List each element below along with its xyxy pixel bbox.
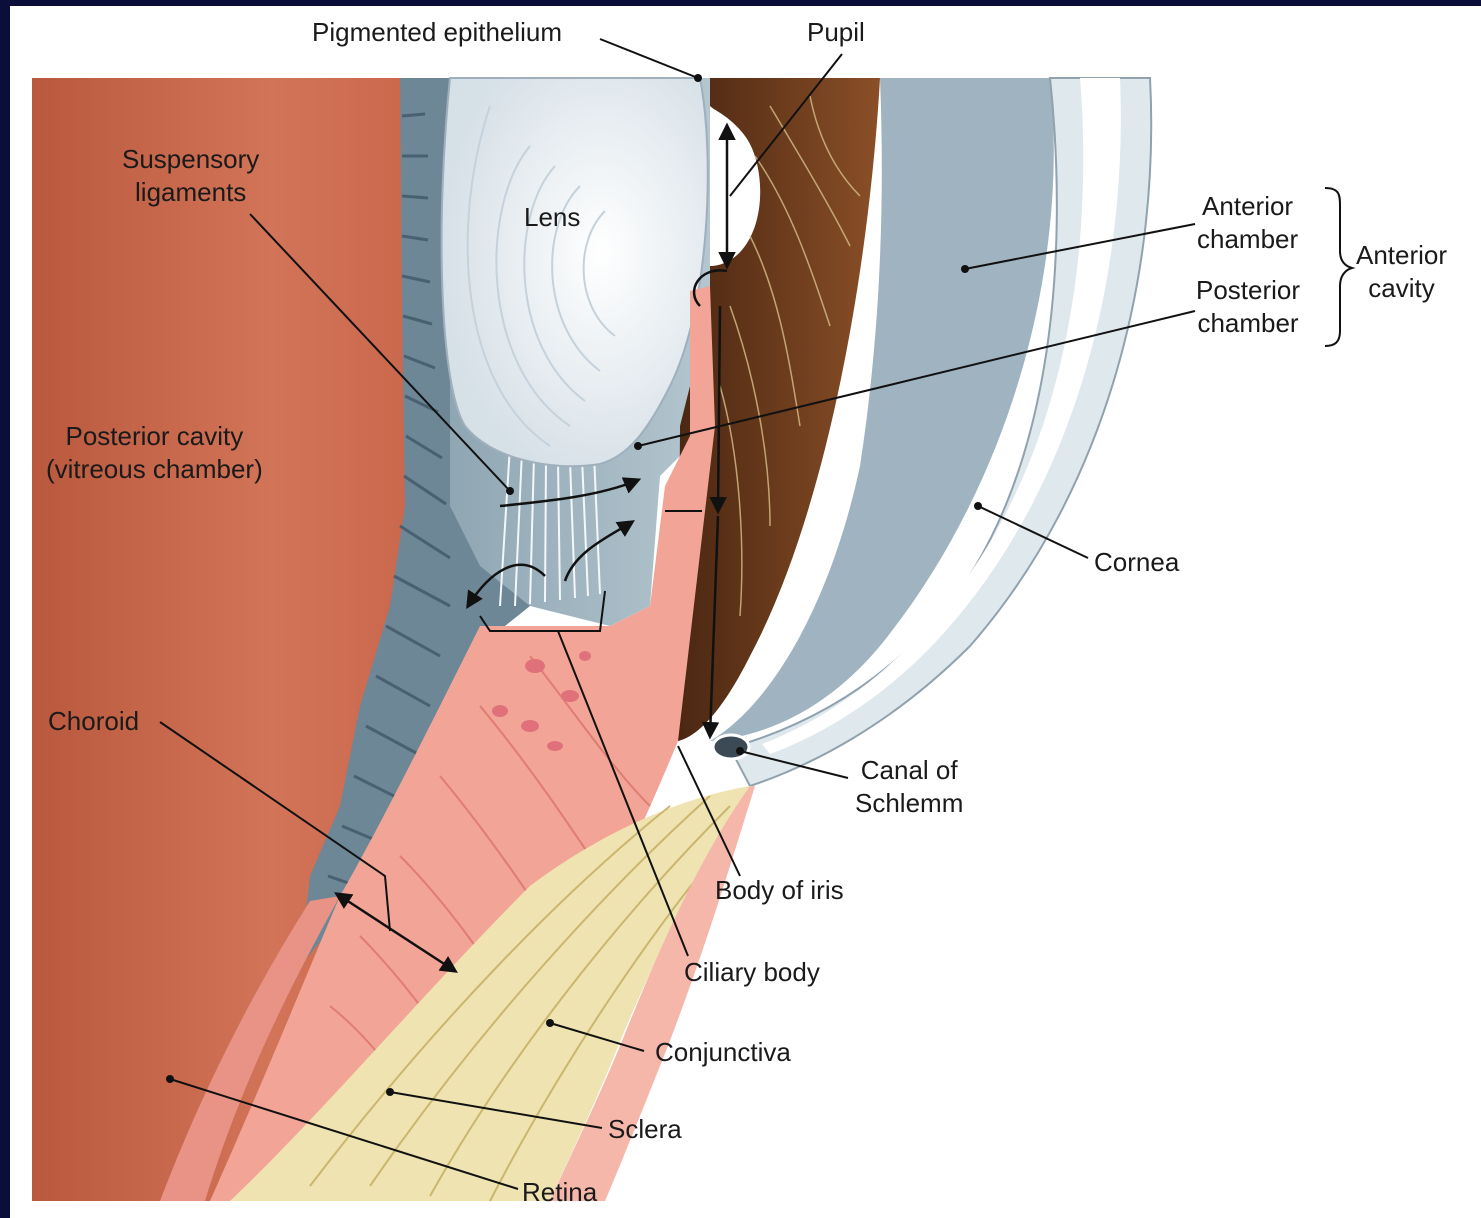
label-anterior-chamber-line-2: chamber (1197, 223, 1298, 256)
label-anterior-cavity: Anterior cavity (1356, 239, 1447, 305)
label-retina: Retina (522, 1176, 597, 1209)
label-pigmented-epithelium: Pigmented epithelium (312, 16, 562, 49)
label-sclera: Sclera (608, 1113, 682, 1146)
label-anterior-chamber: Anterior chamber (1197, 190, 1298, 256)
canal-of-schlemm-shape (713, 735, 749, 759)
label-posterior-cavity-line-2: (vitreous chamber) (46, 453, 263, 486)
label-anterior-cavity-line-2: cavity (1356, 272, 1447, 305)
anterior-cavity-brace (1325, 188, 1352, 346)
label-posterior-chamber: Posterior chamber (1196, 274, 1300, 340)
label-anterior-chamber-line-1: Anterior (1197, 190, 1298, 223)
label-posterior-cavity: Posterior cavity (vitreous chamber) (46, 420, 263, 486)
label-pupil: Pupil (807, 16, 865, 49)
leader-pigmented-epithelium (600, 39, 698, 78)
label-posterior-cavity-line-1: Posterior cavity (46, 420, 263, 453)
label-canal-of-schlemm-line-1: Canal of (855, 754, 963, 787)
label-suspensory-ligaments: Suspensory ligaments (122, 143, 259, 209)
label-canal-of-schlemm-line-2: Schlemm (855, 787, 963, 820)
label-canal-of-schlemm: Canal of Schlemm (855, 754, 963, 820)
label-posterior-chamber-line-1: Posterior (1196, 274, 1300, 307)
label-choroid: Choroid (48, 705, 139, 738)
label-cornea: Cornea (1094, 546, 1179, 579)
label-anterior-cavity-line-1: Anterior (1356, 239, 1447, 272)
label-lens: Lens (524, 201, 580, 234)
label-suspensory-ligaments-line-2: ligaments (122, 176, 259, 209)
label-posterior-chamber-line-2: chamber (1196, 307, 1300, 340)
label-ciliary-body: Ciliary body (684, 956, 820, 989)
label-conjunctiva: Conjunctiva (655, 1036, 791, 1069)
figure-frame: Pigmented epithelium Pupil Suspensory li… (10, 6, 1481, 1218)
label-body-of-iris: Body of iris (715, 874, 844, 907)
label-suspensory-ligaments-line-1: Suspensory (122, 143, 259, 176)
